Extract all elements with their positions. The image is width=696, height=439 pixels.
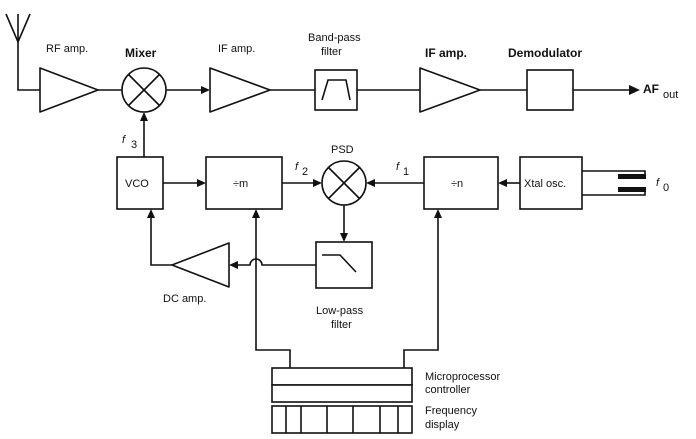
vco-label: VCO: [125, 178, 149, 190]
arrow-into-divn: [498, 179, 507, 187]
arrow-into-divn-control: [434, 209, 442, 218]
f0-label: f: [656, 177, 660, 189]
demodulator-label: Demodulator: [508, 46, 582, 60]
arrow-into-psd-left: [313, 179, 322, 187]
f2-label: f: [295, 161, 299, 173]
crystal-oscillator-block: [519, 156, 583, 210]
f3-label: f: [122, 134, 126, 146]
demodulator: [526, 69, 574, 111]
f2-subscript: 2: [302, 166, 308, 178]
low-pass-label-2: filter: [331, 319, 352, 331]
divide-by-n-label: ÷n: [451, 178, 463, 190]
crystal-icon: [582, 170, 646, 196]
arrow-into-divm-control: [252, 209, 260, 218]
af-out-subscript: out: [663, 89, 678, 101]
f0-subscript: 0: [663, 182, 669, 194]
antenna-icon: [5, 13, 40, 91]
low-pass-label-1: Low-pass: [316, 305, 364, 317]
dc-amplifier: [171, 242, 230, 288]
if-amplifier-2: [419, 67, 481, 113]
mixer: [121, 67, 167, 113]
psd-label: PSD: [331, 144, 354, 156]
micro-label-1: Microprocessor: [425, 371, 501, 383]
arrow-into-dc-amp: [229, 261, 238, 269]
band-pass-filter: [314, 69, 358, 111]
divide-by-m-block: [205, 156, 283, 210]
arrow-into-psd-right: [366, 179, 375, 187]
af-out-arrow: [629, 85, 640, 95]
phase-sensitive-detector: [321, 160, 367, 206]
arrow-into-mixer: [140, 112, 148, 121]
divide-by-n-block: [423, 156, 499, 210]
rf-amp-label: RF amp.: [46, 43, 88, 55]
mixer-label: Mixer: [125, 46, 157, 60]
divide-by-m-label: ÷m: [233, 178, 248, 190]
wire-micro-to-divm: [255, 216, 291, 368]
wire-dcamp-to-vco: [150, 215, 172, 266]
frequency-display: [271, 405, 413, 434]
f1-label: f: [396, 161, 400, 173]
af-out-label: AF: [643, 82, 659, 96]
f1-subscript: 1: [403, 166, 409, 178]
dc-amp-label: DC amp.: [163, 293, 206, 305]
arrow-into-divm: [197, 179, 206, 187]
microprocessor-controller: [271, 367, 413, 403]
f3-subscript: 3: [131, 139, 137, 151]
rf-amplifier: [39, 67, 99, 113]
low-pass-filter: [315, 241, 373, 289]
band-pass-label-1: Band-pass: [308, 32, 361, 44]
micro-label-2: controller: [425, 384, 471, 396]
band-pass-label-2: filter: [321, 46, 342, 58]
wire-lpf-to-dcamp: [236, 258, 316, 266]
xtal-osc-label: Xtal osc.: [524, 178, 566, 190]
if-amp-1-label: IF amp.: [218, 43, 255, 55]
arrow-into-if-amp: [201, 86, 210, 94]
arrow-into-vco: [147, 209, 155, 218]
arrow-into-lpf: [340, 233, 348, 242]
if-amp-2-label: IF amp.: [425, 46, 467, 60]
freq-label-1: Frequency: [425, 405, 477, 417]
freq-label-2: display: [425, 419, 460, 431]
wire-micro-to-divn: [403, 216, 439, 368]
if-amplifier-1: [209, 67, 271, 113]
